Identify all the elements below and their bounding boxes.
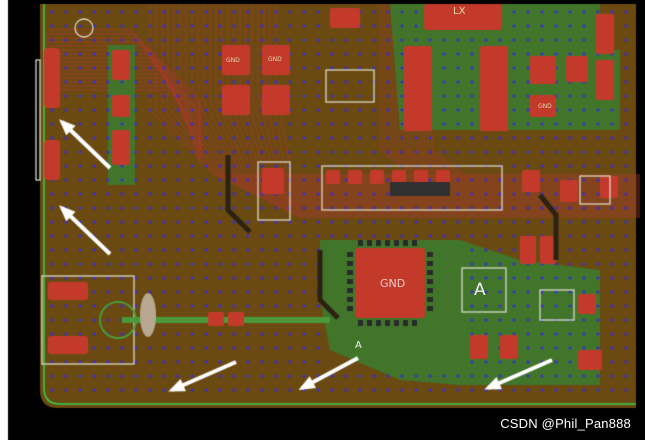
csdn-watermark: CSDN @Phil_Pan888 <box>500 416 631 431</box>
